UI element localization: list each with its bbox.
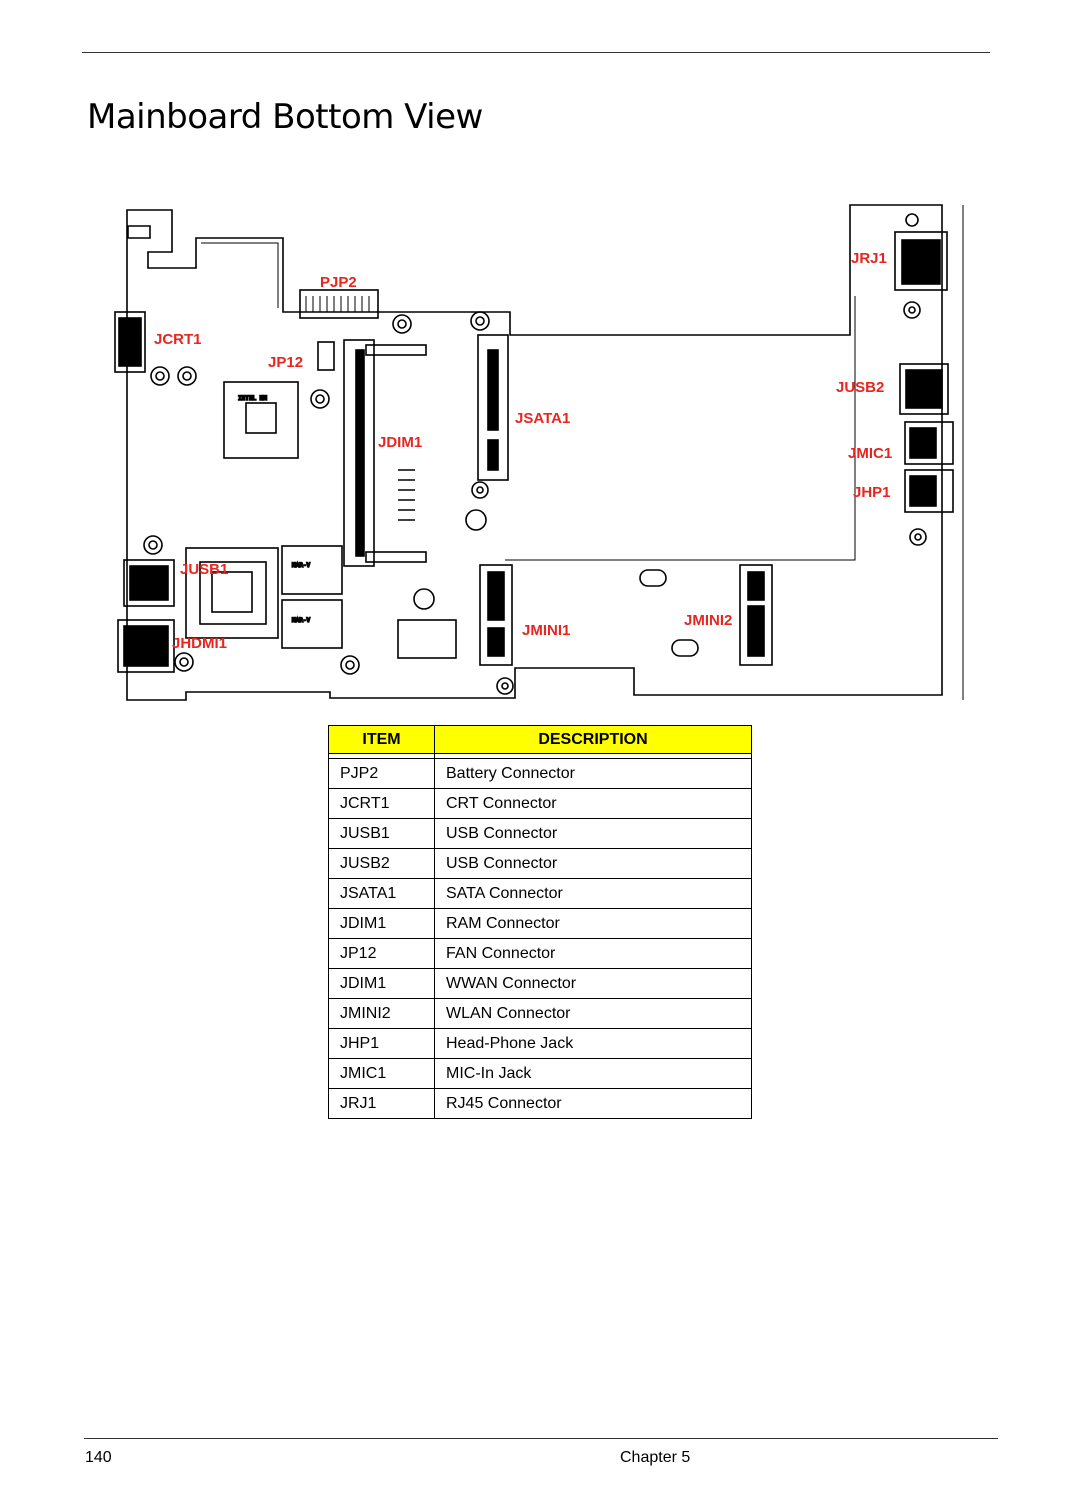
jmini2-slot bbox=[739, 564, 773, 666]
description-cell: MIC-In Jack bbox=[434, 1058, 752, 1089]
header-description: DESCRIPTION bbox=[434, 725, 752, 754]
top-rule bbox=[82, 52, 990, 53]
label-jdim1: JDIM1 bbox=[378, 434, 422, 451]
item-cell: JSATA1 bbox=[328, 878, 435, 909]
label-jmic1: JMIC1 bbox=[848, 445, 892, 462]
label-jmini2: JMINI2 bbox=[684, 612, 732, 629]
item-cell: JUSB1 bbox=[328, 818, 435, 849]
item-cell: JDIM1 bbox=[328, 968, 435, 999]
svg-text:INTEL HM: INTEL HM bbox=[238, 395, 267, 402]
description-cell: RJ45 Connector bbox=[434, 1088, 752, 1119]
jcrt1-connector bbox=[114, 311, 146, 373]
label-jsata1: JSATA1 bbox=[515, 410, 570, 427]
svg-text:MAR-V: MAR-V bbox=[292, 617, 310, 624]
description-cell: WLAN Connector bbox=[434, 998, 752, 1029]
jmic1-connector bbox=[904, 421, 954, 465]
jsata1-connector bbox=[477, 334, 509, 481]
item-cell: JMINI2 bbox=[328, 998, 435, 1029]
item-cell: JRJ1 bbox=[328, 1088, 435, 1119]
jhdmi1-connector bbox=[117, 619, 175, 673]
label-jcrt1: JCRT1 bbox=[154, 331, 202, 348]
label-jusb1: JUSB1 bbox=[180, 561, 228, 578]
label-jrj1: JRJ1 bbox=[851, 250, 887, 267]
item-cell: JP12 bbox=[328, 938, 435, 969]
label-jusb2: JUSB2 bbox=[836, 379, 884, 396]
jdim1-slot bbox=[343, 339, 375, 567]
description-cell: FAN Connector bbox=[434, 938, 752, 969]
pjp2-connector bbox=[299, 289, 379, 319]
header-item: ITEM bbox=[328, 725, 435, 754]
table-header-row: ITEM DESCRIPTION bbox=[328, 725, 752, 754]
description-cell: SATA Connector bbox=[434, 878, 752, 909]
jp12-connector bbox=[317, 341, 335, 371]
description-cell: Head-Phone Jack bbox=[434, 1028, 752, 1059]
page-number: 140 bbox=[85, 1449, 112, 1466]
description-cell: WWAN Connector bbox=[434, 968, 752, 999]
item-cell: JUSB2 bbox=[328, 848, 435, 879]
item-cell: JDIM1 bbox=[328, 908, 435, 939]
board-outline bbox=[126, 204, 943, 701]
chapter-label: Chapter 5 bbox=[620, 1449, 691, 1466]
svg-text:MAR-V: MAR-V bbox=[292, 562, 310, 569]
description-cell: USB Connector bbox=[434, 848, 752, 879]
label-pjp2: PJP2 bbox=[320, 274, 357, 291]
description-cell: CRT Connector bbox=[434, 788, 752, 819]
page-title: Mainboard Bottom View bbox=[87, 96, 483, 137]
item-cell: JCRT1 bbox=[328, 788, 435, 819]
mainboard-diagram: INTEL HM bbox=[114, 204, 964, 701]
jusb2-connector bbox=[899, 363, 949, 415]
label-jmini1: JMINI1 bbox=[522, 622, 570, 639]
label-jp12: JP12 bbox=[268, 354, 303, 371]
jusb1-connector bbox=[123, 559, 175, 607]
description-cell: RAM Connector bbox=[434, 908, 752, 939]
description-cell: Battery Connector bbox=[434, 758, 752, 789]
jrj1-connector bbox=[894, 231, 948, 291]
label-jhdmi1: JHDMI1 bbox=[172, 635, 227, 652]
item-cell: JHP1 bbox=[328, 1028, 435, 1059]
jmini1-slot bbox=[479, 564, 513, 666]
item-cell: PJP2 bbox=[328, 758, 435, 789]
description-cell: USB Connector bbox=[434, 818, 752, 849]
jhp1-connector bbox=[904, 469, 954, 513]
label-jhp1: JHP1 bbox=[853, 484, 891, 501]
item-cell: JMIC1 bbox=[328, 1058, 435, 1089]
bottom-rule bbox=[84, 1438, 998, 1439]
